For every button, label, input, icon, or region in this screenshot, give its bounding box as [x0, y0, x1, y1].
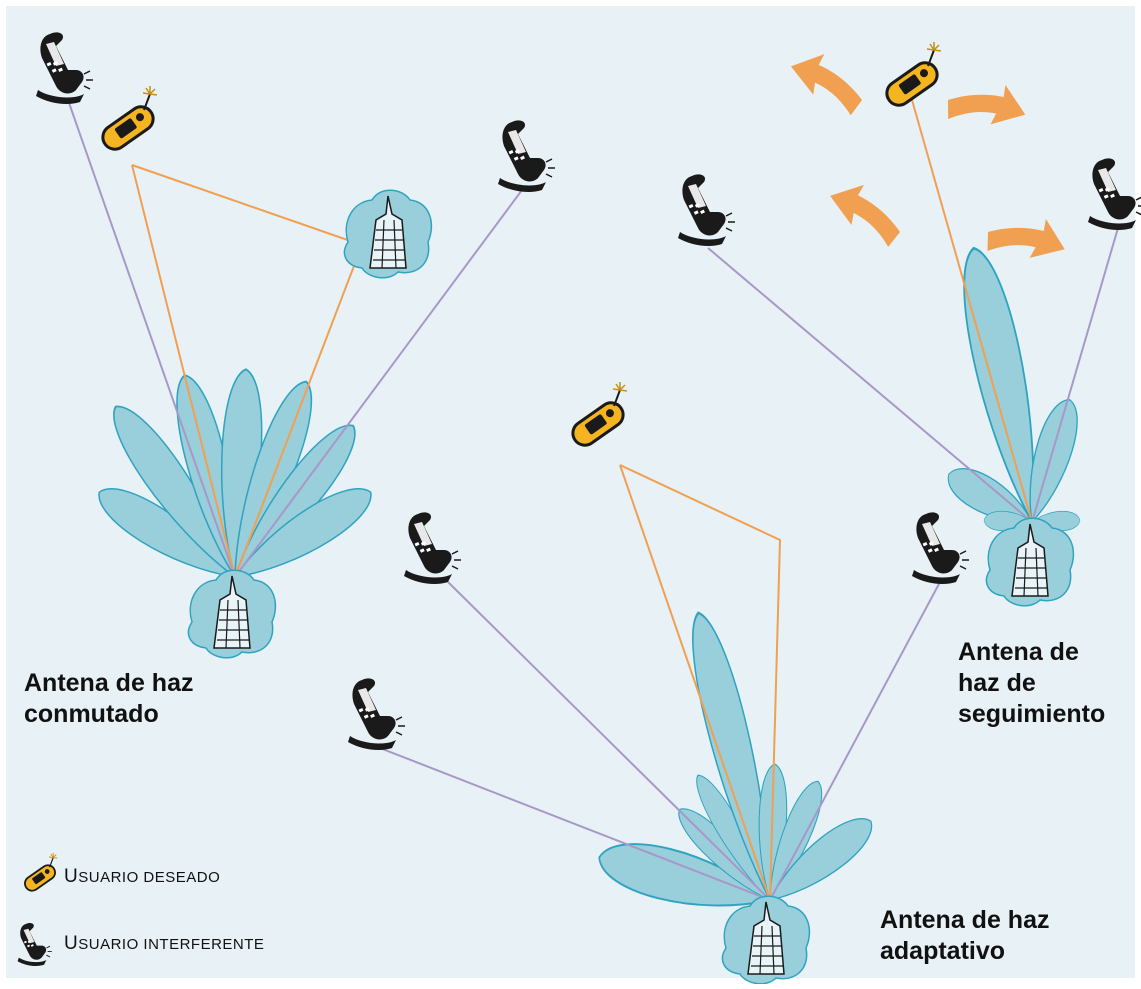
adaptive-beam-label: Antena de haz adaptativo	[880, 906, 1050, 965]
legend-interferer-initial: U	[64, 933, 79, 954]
switched-beam-links	[67, 99, 523, 581]
tracking-beam-label: Antena de haz de seguimiento	[958, 638, 1106, 728]
legend-desired-user: USUARIO DESEADO	[64, 866, 220, 888]
legend-desired-initial: U	[64, 866, 79, 887]
switched-beam-label: Antena de haz conmutado	[24, 669, 194, 728]
legend-interfering-user: USUARIO INTERFERENTE	[64, 933, 264, 955]
tracking-beam-links	[707, 99, 1119, 523]
legend-desired-text: SUARIO DESEADO	[78, 869, 221, 886]
legend-interferer-text: SUARIO INTERFERENTE	[78, 936, 265, 953]
adaptive-beam-links	[379, 464, 941, 901]
